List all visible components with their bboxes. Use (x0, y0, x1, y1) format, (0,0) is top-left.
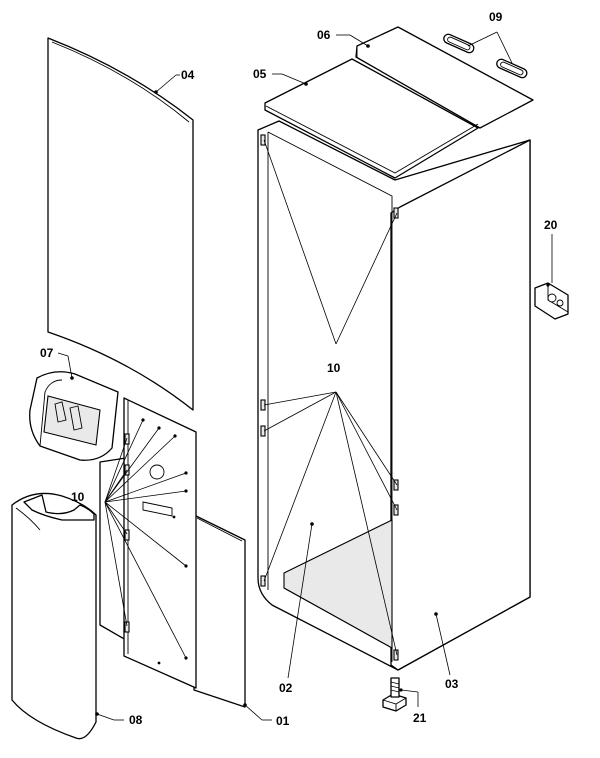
mounting-plate (99, 397, 197, 689)
part-03-cabinet-shell (257, 120, 531, 671)
part-20-bracket (534, 234, 569, 320)
callout-08: 08 (129, 713, 143, 727)
callout-10-right: 10 (327, 361, 341, 375)
callout-20: 20 (544, 218, 558, 232)
callout-06: 06 (317, 28, 331, 42)
callout-21: 21 (413, 711, 427, 725)
callout-07: 07 (40, 346, 54, 360)
part-04-curved-panel (47, 37, 194, 411)
leader-02 (287, 523, 313, 679)
part-05-top-lid (264, 58, 479, 179)
callout-10-left: 10 (71, 490, 85, 504)
part-21-foot (382, 677, 419, 712)
callout-02: 02 (279, 681, 293, 695)
part-09-clips (443, 31, 528, 79)
part-07-control-box (29, 352, 119, 461)
callout-01: 01 (276, 714, 290, 728)
callout-04: 04 (181, 68, 195, 82)
callout-03: 03 (445, 677, 459, 691)
right-fastener-leaders (263, 139, 398, 656)
callout-09: 09 (489, 10, 503, 24)
part-06-top-lid (336, 26, 534, 129)
leader-03 (435, 613, 451, 676)
left-fastener-leaders (104, 419, 187, 659)
part-08-front-cover (11, 492, 124, 740)
callout-05: 05 (253, 67, 267, 81)
